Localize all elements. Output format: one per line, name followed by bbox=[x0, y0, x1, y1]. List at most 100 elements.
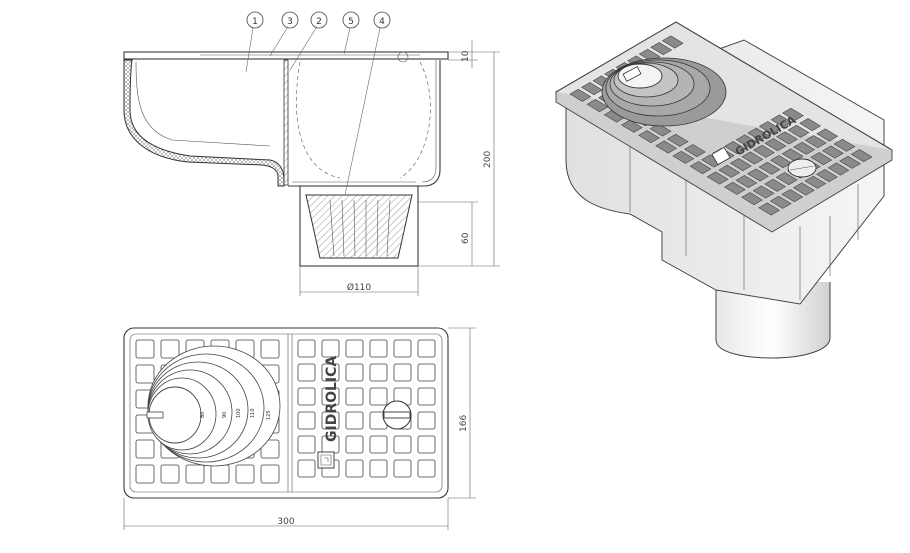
grate-cell bbox=[345, 435, 364, 454]
iso-grate-cell bbox=[741, 192, 763, 206]
svg-text:5: 5 bbox=[348, 17, 354, 27]
brand-logo bbox=[317, 451, 335, 469]
iso-grate-cell bbox=[781, 148, 804, 162]
iso-grate-cell bbox=[706, 171, 729, 185]
callout-4: 4 bbox=[344, 11, 391, 196]
iso-grate-cell bbox=[655, 140, 678, 154]
grate-cell bbox=[393, 339, 412, 358]
isometric-view: GIDROLICA bbox=[554, 21, 894, 359]
svg-text:90: 90 bbox=[222, 412, 228, 418]
grate-cell bbox=[297, 411, 316, 430]
grate-cell bbox=[321, 411, 340, 430]
iso-grate-cell bbox=[793, 141, 816, 155]
grate-cell bbox=[160, 339, 180, 359]
grate-cell bbox=[135, 339, 155, 359]
iso-grate-cell bbox=[729, 158, 752, 172]
iso-grate-cell bbox=[638, 130, 660, 144]
iso-grate-cell bbox=[799, 118, 822, 132]
grate-cell bbox=[297, 339, 316, 358]
iso-grate-cell bbox=[718, 164, 741, 178]
grate-cell bbox=[160, 464, 180, 484]
grate-cell bbox=[345, 459, 364, 478]
scale-marks: 80 90 100 110 125 bbox=[200, 408, 272, 420]
iso-grate-cell bbox=[782, 107, 804, 121]
iso-grate-cell bbox=[804, 175, 827, 189]
grate-cell bbox=[345, 363, 364, 382]
iso-grate-cell bbox=[724, 141, 747, 155]
grate-cell bbox=[393, 435, 412, 454]
iso-grate-cell bbox=[735, 175, 758, 189]
grate-cell bbox=[345, 339, 364, 358]
iso-grate-cell bbox=[684, 144, 706, 158]
iso-grate-cell bbox=[650, 42, 673, 56]
grate-cell bbox=[185, 464, 205, 484]
iso-grate-cell bbox=[672, 150, 695, 164]
section-dimensions: 10 200 60 Ø110 bbox=[299, 40, 500, 296]
iso-grate-cell bbox=[816, 169, 838, 183]
grate-cell bbox=[135, 364, 155, 384]
grate-cell bbox=[321, 387, 340, 406]
iso-grate-cell bbox=[741, 151, 764, 165]
grate-cell bbox=[417, 435, 436, 454]
iso-grate-cell bbox=[752, 185, 775, 199]
callout-3: 3 bbox=[269, 11, 299, 57]
grate-cell bbox=[297, 387, 316, 406]
iso-grate-cell bbox=[753, 144, 775, 158]
basket bbox=[305, 194, 413, 259]
dim-width: 166 bbox=[459, 415, 469, 432]
body-wall-left bbox=[123, 59, 285, 187]
top-dimensions: 166 300 bbox=[123, 327, 476, 530]
cone-rings bbox=[146, 345, 281, 467]
dim-total-height: 200 bbox=[483, 151, 493, 168]
iso-grate-cell bbox=[747, 168, 769, 182]
grate-cell bbox=[417, 411, 436, 430]
svg-text:2: 2 bbox=[316, 17, 322, 27]
iso-grate-cell bbox=[569, 88, 592, 102]
iso-brand-logo bbox=[711, 146, 731, 166]
svg-text:3: 3 bbox=[287, 17, 293, 27]
callout-1: 1 bbox=[245, 11, 264, 73]
body-wall-right bbox=[400, 60, 441, 187]
grate-cell bbox=[393, 363, 412, 382]
grate-cell bbox=[417, 363, 436, 382]
grate-cell bbox=[345, 411, 364, 430]
svg-text:1: 1 bbox=[252, 17, 258, 27]
dim-outlet-height: 60 bbox=[461, 232, 471, 244]
svg-text:4: 4 bbox=[379, 17, 385, 27]
iso-grate-cell bbox=[827, 162, 850, 176]
iso-grate-cell bbox=[620, 119, 643, 133]
grate-cell bbox=[417, 459, 436, 478]
grate-cell bbox=[260, 439, 280, 459]
iso-grate-cell bbox=[839, 155, 861, 169]
brand-label: GIDROLICA bbox=[324, 356, 340, 442]
iso-grate-cell bbox=[666, 133, 689, 147]
iso-grate-cell bbox=[776, 131, 798, 145]
grate-cell bbox=[260, 464, 280, 484]
svg-text:110: 110 bbox=[250, 408, 256, 418]
iso-grate-cell bbox=[758, 121, 781, 135]
grate-cell bbox=[369, 363, 388, 382]
iso-grate-cell bbox=[723, 181, 746, 195]
iso-grate-cell bbox=[810, 152, 833, 166]
grate-cell bbox=[135, 464, 155, 484]
grate-cell bbox=[321, 339, 340, 358]
svg-text:100: 100 bbox=[236, 408, 242, 418]
iso-grate-cell bbox=[747, 127, 770, 141]
callout-2: 2 bbox=[289, 11, 328, 71]
iso-cone bbox=[601, 57, 727, 127]
svg-text:125: 125 bbox=[266, 410, 272, 420]
grate-cell bbox=[369, 387, 388, 406]
dim-length: 300 bbox=[277, 517, 294, 527]
iso-grate-cell bbox=[689, 161, 712, 175]
iso-grate-cell bbox=[850, 149, 873, 163]
grate-cell bbox=[135, 439, 155, 459]
grate-cell bbox=[297, 459, 316, 478]
dim-outlet-diameter: Ø110 bbox=[347, 282, 372, 293]
top-frame bbox=[123, 327, 449, 499]
grate-cell bbox=[321, 363, 340, 382]
grate-cell bbox=[393, 459, 412, 478]
grate-cell bbox=[417, 339, 436, 358]
top-view: 80 90 100 110 125 GIDROLICA bbox=[123, 327, 449, 499]
iso-grate-cell bbox=[804, 135, 827, 149]
